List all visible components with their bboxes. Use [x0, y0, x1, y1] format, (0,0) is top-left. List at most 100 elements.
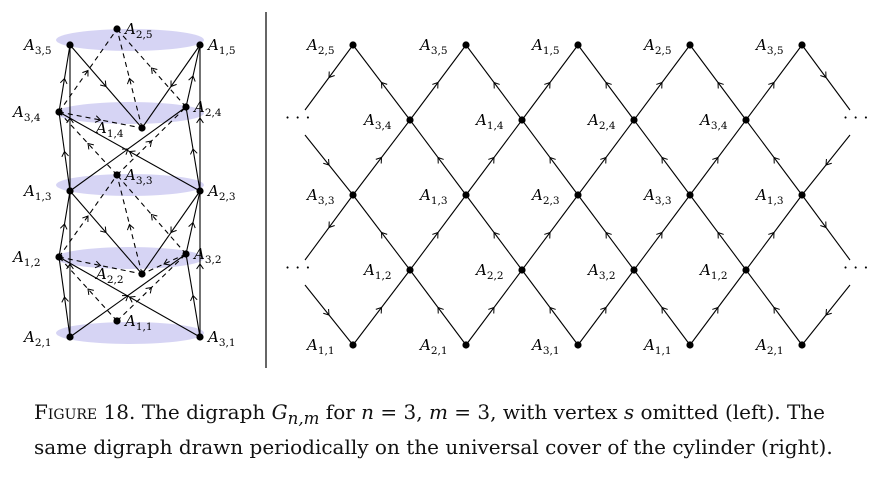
vertex-A22 — [138, 270, 146, 278]
edge-arrow-A34-A25 — [82, 69, 89, 77]
edge-arrow-A31-A32 — [190, 294, 198, 302]
vertex-label-r33a: A3,3 — [305, 186, 335, 207]
edge-A12-A33 — [58, 174, 118, 258]
vertex-A33 — [113, 171, 121, 179]
vertex-label-r21b: A2,1 — [754, 336, 784, 357]
edge-A14-A25 — [116, 28, 143, 129]
edge-arrow-A15-A14 — [170, 80, 177, 88]
vertex-label-A21: A2,1 — [22, 328, 52, 349]
vertex-A11 — [113, 317, 121, 325]
vertex-A21 — [66, 333, 74, 341]
vertex-label-r13a: A1,3 — [418, 186, 448, 207]
lattice-edge-2-5b-arrow — [656, 231, 663, 239]
vertex-r13b — [798, 191, 806, 199]
stub-right-mid-arrow — [825, 158, 832, 166]
vertex-A12 — [55, 253, 63, 261]
vertex-label-r33b: A3,3 — [642, 186, 672, 207]
edge-arrow-A12-A13 — [59, 223, 68, 230]
edge-arrow-A33-A24 — [145, 140, 153, 147]
caption-symbol-m: m — [428, 400, 448, 424]
vertex-A31 — [196, 333, 204, 341]
level-ellipse-5 — [56, 322, 204, 344]
vertex-label-r14a: A1,4 — [474, 111, 504, 132]
edge-arrow-A11-A32 — [145, 286, 153, 294]
lattice-edge-0-3b-arrow — [544, 81, 551, 89]
caption-text-2: for — [319, 400, 362, 424]
vertex-r11a — [349, 341, 357, 349]
stub-right-mid2-arrow — [820, 221, 827, 229]
caption-eq-n: = 3, — [374, 400, 429, 424]
lattice-edge-3-7a-arrow — [773, 306, 780, 314]
vertex-A23 — [196, 187, 204, 195]
edge-arrow-A23-A24 — [190, 148, 198, 155]
lattice-edge-3-5a-arrow — [661, 306, 668, 314]
vertex-r14a — [518, 116, 526, 124]
edge-arrow-A11-A12 — [87, 288, 94, 296]
vertex-label-r35b: A3,5 — [754, 36, 784, 57]
vertex-label-A31: A3,1 — [206, 328, 236, 349]
edge-arrow-A32-A23 — [188, 221, 196, 229]
lattice-edge-1-4b-arrow — [600, 156, 607, 164]
vertex-label-r23a: A2,3 — [530, 186, 560, 207]
edge-arrow-A12-A33 — [82, 215, 89, 223]
edge-arrow-A21-A32 — [121, 294, 129, 302]
edge-arrow-A22-A33 — [126, 223, 135, 231]
edge-arrow-A23-A22 — [170, 226, 177, 234]
edge-arrow-A14-A25 — [126, 77, 135, 85]
lattice-edge-0-6a-arrow — [717, 81, 724, 89]
vertex-label-A32: A3,2 — [192, 245, 222, 266]
lattice-edge-3-6b-arrow — [712, 306, 719, 314]
edge-arrow-A23-A34 — [128, 150, 136, 158]
stub-left-top-arrow — [328, 71, 335, 79]
vertex-label-r12b: A1,2 — [698, 261, 728, 282]
vertex-label-A11: A1,1 — [123, 312, 153, 333]
stub-left-bottom-arrow — [323, 308, 330, 316]
caption-eq-m: = 3, with vertex — [447, 400, 624, 424]
vertex-r35a — [462, 41, 470, 49]
caption-text-3: omitted (left). The same digraph drawn p… — [34, 400, 833, 459]
level-ellipse-3 — [56, 174, 204, 196]
vertex-label-r11a: A1,1 — [305, 336, 335, 357]
vertex-r35b — [798, 41, 806, 49]
edge-arrow-A31-A23 — [196, 263, 204, 270]
lattice-edge-1-6b-arrow — [712, 156, 719, 164]
lattice-edge-3-3a-arrow — [549, 306, 556, 314]
lattice-edge-0-7b-arrow — [768, 81, 775, 89]
ellipsis-right-bottom: · · · — [843, 258, 868, 277]
ellipsis-left-top: · · · — [285, 108, 310, 127]
caption-figure-label: Figure 18. — [34, 400, 136, 424]
caption-symbol-g-sub: n,m — [287, 409, 320, 428]
vertex-label-r25b: A2,5 — [642, 36, 672, 57]
lattice-edge-3-0b-arrow — [375, 306, 383, 314]
vertex-label-A34: A3,4 — [11, 103, 41, 124]
edge-arrow-A24-A25 — [150, 67, 158, 75]
vertex-label-r34b: A3,4 — [698, 111, 728, 132]
vertex-r34a — [406, 116, 414, 124]
vertex-A32 — [182, 250, 190, 258]
vertex-label-r11b: A1,1 — [642, 336, 672, 357]
caption-symbol-n: n — [361, 400, 375, 424]
lattice-edge-2-1b-arrow — [432, 231, 439, 239]
edge-A22-A33 — [116, 174, 143, 275]
vertex-r33a — [349, 191, 357, 199]
caption-text-1: The digraph — [141, 400, 272, 424]
vertex-label-A35: A3,5 — [22, 36, 52, 57]
caption-symbol-g: G — [271, 400, 288, 424]
vertex-r11b — [686, 341, 694, 349]
lattice-edge-2-7b-arrow — [768, 231, 775, 239]
vertex-r12b — [742, 266, 750, 274]
lattice-edge-2-2a-arrow — [493, 231, 500, 239]
vertex-A25 — [113, 25, 121, 33]
edge-arrow-A13-A34 — [61, 150, 69, 158]
edge-A32-A22 — [141, 253, 187, 275]
vertex-A13 — [66, 187, 74, 195]
ellipsis-left-bottom: · · · — [285, 258, 310, 277]
lattice-edge-1-5a-arrow — [661, 156, 668, 164]
vertex-r32a — [630, 266, 638, 274]
vertices — [55, 25, 806, 349]
edge-arrow-A13-A22 — [100, 226, 107, 234]
vertex-r15a — [574, 41, 582, 49]
lattice-edge-3-1a-arrow — [437, 306, 444, 314]
vertex-label-r21a: A2,1 — [418, 336, 448, 357]
lattice-edge-1-3a-arrow — [549, 156, 556, 164]
